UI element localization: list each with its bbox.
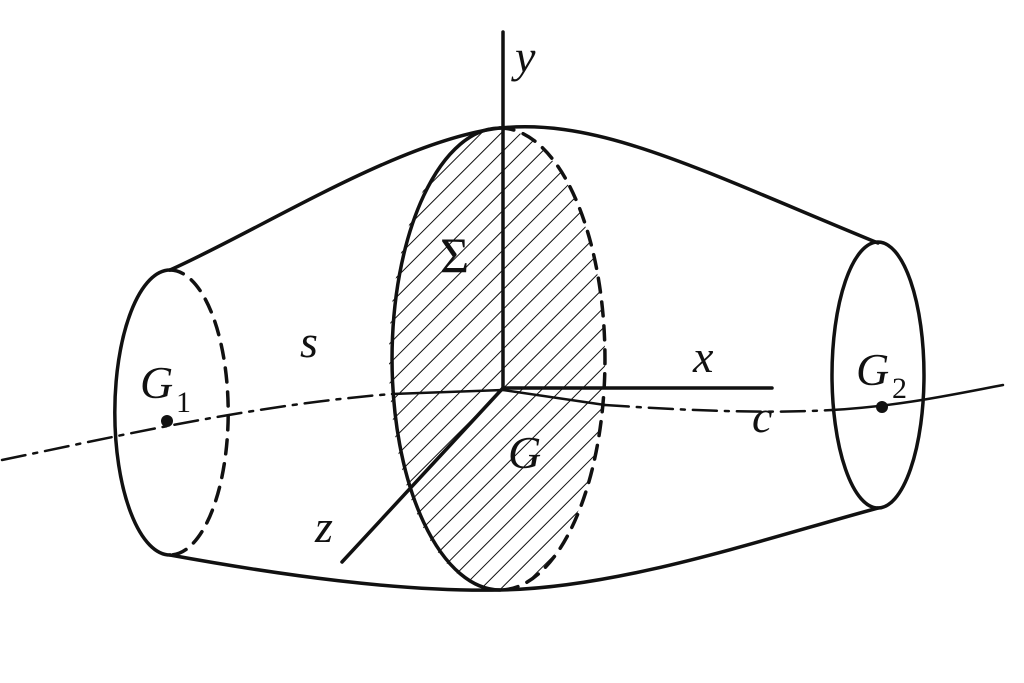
y-axis-label: y [511, 31, 536, 82]
curve-c-right [603, 403, 834, 413]
left-end-dashed [168, 268, 230, 557]
curve-c-left [0, 392, 394, 462]
g1-point [161, 415, 173, 427]
sigma-label: Σ [440, 227, 469, 283]
g1-subscript: 1 [176, 386, 191, 419]
section-hatching [389, 128, 605, 590]
g1-label: G [140, 357, 173, 408]
section-dashed-edge [498, 126, 607, 592]
left-end-solid [113, 268, 172, 557]
section-solid-edge [390, 126, 502, 592]
z-axis [340, 386, 505, 564]
x-axis-label: x [692, 331, 714, 382]
curve-c-mid [390, 388, 607, 407]
centroid-label: G [508, 427, 541, 478]
g2-label: G [856, 344, 889, 395]
z-axis-label: z [314, 501, 333, 552]
g2-subscript: 2 [892, 372, 907, 405]
curve-c-end [830, 383, 1005, 412]
g2-point [876, 401, 888, 413]
right-end-ellipse [830, 240, 926, 510]
surface-label: s [300, 316, 318, 367]
curve-label: c [752, 391, 772, 442]
